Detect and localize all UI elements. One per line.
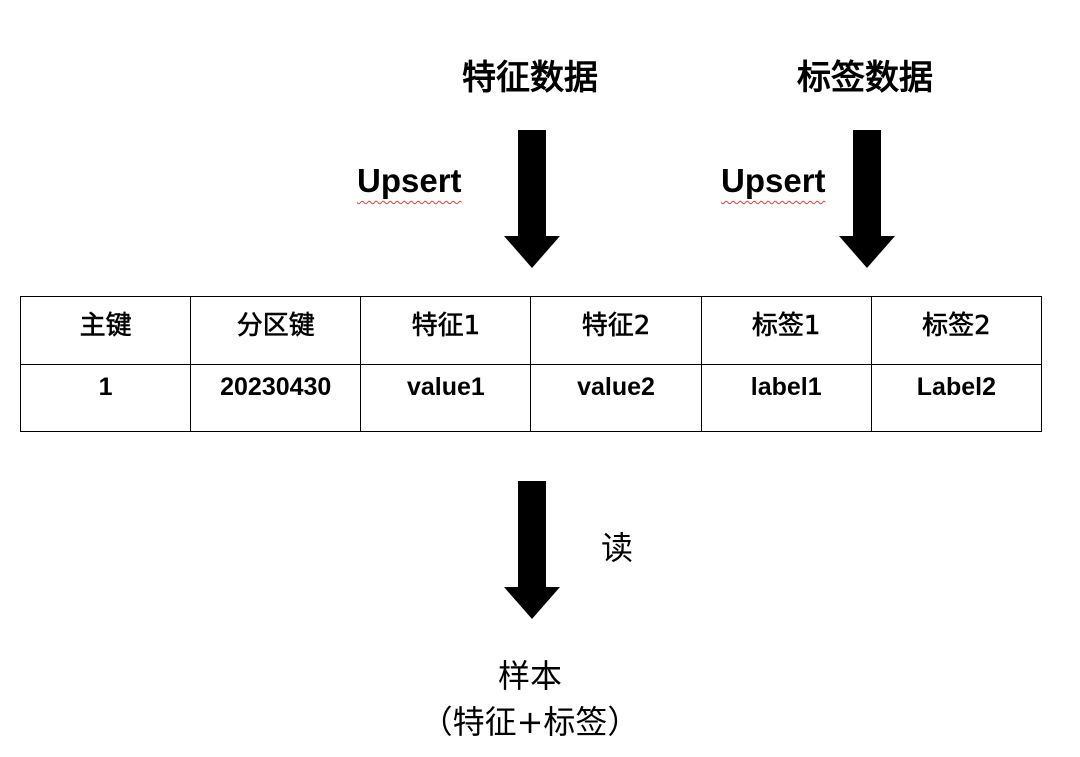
header-label-1: 标签1	[700, 296, 872, 365]
sample-subtitle: （特征+标签）	[420, 703, 640, 741]
header-label-2: 标签2	[870, 296, 1043, 365]
label-data-title: 标签数据	[797, 58, 933, 98]
down-arrow-feature-icon	[504, 130, 560, 268]
upsert-label-feature: Upsert	[357, 162, 462, 199]
down-arrow-read-icon	[504, 481, 560, 619]
upsert-label-label: Upsert	[721, 162, 826, 199]
header-partition-key: 分区键	[190, 296, 362, 365]
cell-feature-1: value1	[360, 363, 532, 432]
record-table: 主键 分区键 特征1 特征2 标签1 标签2 1 20230430 value1…	[19, 296, 1043, 432]
feature-data-title: 特征数据	[462, 58, 598, 98]
header-feature-1: 特征1	[360, 296, 532, 365]
read-label: 读	[601, 529, 634, 567]
cell-partition-key: 20230430	[190, 363, 362, 432]
sample-title: 样本	[497, 657, 562, 695]
down-arrow-label-icon	[839, 130, 895, 268]
cell-primary-key: 1	[19, 363, 192, 432]
cell-label-1: label1	[700, 363, 872, 432]
table-row: 1 20230430 value1 value2 label1 Label2	[19, 363, 1043, 432]
cell-feature-2: value2	[530, 363, 702, 432]
cell-label-2: Label2	[870, 363, 1043, 432]
header-primary-key: 主键	[19, 296, 192, 365]
table-header-row: 主键 分区键 特征1 特征2 标签1 标签2	[19, 296, 1043, 365]
header-feature-2: 特征2	[530, 296, 702, 365]
